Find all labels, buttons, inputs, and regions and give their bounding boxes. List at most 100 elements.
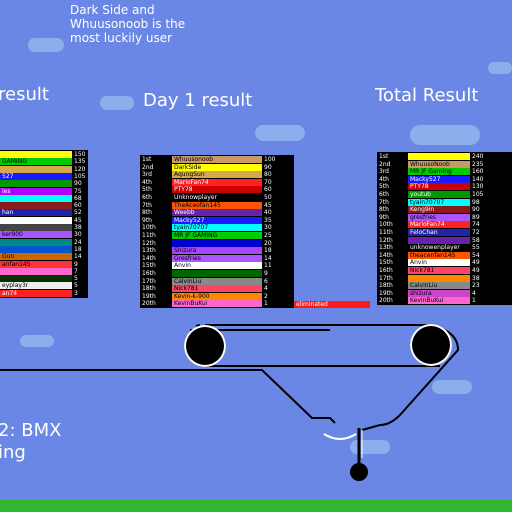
name-cell: Whuusonoob <box>172 156 262 163</box>
score-cell: 18 <box>264 247 272 255</box>
rank-cell: 13th <box>142 247 156 255</box>
name-cell: tyain70707 <box>172 224 262 232</box>
name-cell: Keng9in <box>408 206 470 214</box>
score-cell: 5 <box>74 275 78 283</box>
name-cell: Anvin <box>172 262 262 270</box>
name-cell: Gresfries <box>172 254 262 262</box>
cloud <box>432 380 472 394</box>
table-row: 24 <box>0 238 88 246</box>
rank-cell: 12th <box>142 239 156 247</box>
name-cell: CalvinLiu <box>172 277 262 285</box>
name-cell: KevinBuKui <box>172 300 262 308</box>
name-cell <box>172 239 262 247</box>
rank-cell: 7th <box>379 198 389 206</box>
score-cell: 5 <box>74 282 78 290</box>
name-cell: MR JF Gaming <box>408 168 470 176</box>
name-cell: TheAceofan145 <box>172 201 262 209</box>
score-cell: 80 <box>264 171 272 179</box>
name-cell: PTY78 <box>408 183 470 191</box>
rank-cell: 5th <box>379 183 389 191</box>
name-cell <box>0 180 72 188</box>
name-cell <box>408 274 470 282</box>
score-cell: 4 <box>472 289 476 297</box>
cloud <box>488 62 512 74</box>
ball <box>350 463 368 481</box>
name-cell: Kevin-k-900 <box>172 292 262 300</box>
header-line-3: most luckily user <box>70 31 173 45</box>
rank-cell: 11th <box>142 232 156 239</box>
day1-result-title: Day 1 result <box>143 90 253 111</box>
rank-cell: 4th <box>379 175 389 183</box>
score-cell: 72 <box>472 229 480 236</box>
name-cell: Nick781 <box>408 267 470 274</box>
name-cell: 527 <box>0 172 72 180</box>
rank-cell: 4th <box>142 178 152 186</box>
score-cell: 58 <box>472 236 480 244</box>
score-cell: 105 <box>74 172 86 180</box>
table-row: 120 <box>0 165 88 173</box>
rank-cell: 9th <box>379 213 389 221</box>
score-cell: 49 <box>472 267 480 274</box>
rank-cell: 2nd <box>379 160 391 168</box>
name-cell <box>408 236 470 244</box>
score-cell: 38 <box>472 274 480 282</box>
score-cell: 235 <box>472 160 484 168</box>
name-cell: MarioFan74 <box>172 178 262 186</box>
table-row: 60 <box>0 202 88 210</box>
score-cell: 9 <box>74 260 78 268</box>
score-cell: 90 <box>264 163 272 171</box>
name-cell <box>0 202 72 210</box>
score-cell: 25 <box>264 232 272 239</box>
rank-cell: 19th <box>379 289 393 297</box>
eliminated-bar: eliminated <box>294 301 370 308</box>
cloud <box>410 125 480 145</box>
name-cell <box>0 275 72 283</box>
name-cell <box>0 194 72 202</box>
score-cell: 75 <box>74 187 82 195</box>
score-cell: 74 <box>472 221 480 229</box>
header-line-1: Dark Side and <box>70 3 155 17</box>
score-cell: 70 <box>264 178 272 186</box>
score-cell: 18 <box>74 245 82 253</box>
rank-cell: 16th <box>379 267 393 274</box>
score-cell: 49 <box>472 259 480 267</box>
score-cell: 2 <box>264 292 268 300</box>
score-cell: 1 <box>264 300 268 308</box>
name-cell: tyain70707 <box>408 198 470 206</box>
score-cell: 30 <box>74 231 82 239</box>
name-cell <box>408 153 470 160</box>
rank-cell: 8th <box>379 206 389 214</box>
rank-cell: 14th <box>142 254 156 262</box>
name-cell: Nick781 <box>172 285 262 293</box>
score-cell: 68 <box>74 194 82 202</box>
name-cell: MarioFan74 <box>408 221 470 229</box>
cloud <box>20 335 54 347</box>
name-cell: eyplay3r <box>0 282 72 290</box>
name-cell: DarkSide <box>172 163 262 171</box>
score-cell: 50 <box>264 194 272 201</box>
rank-cell: 18th <box>379 282 393 290</box>
name-cell: Gun <box>0 253 72 261</box>
name-cell: GAMING <box>0 158 72 166</box>
score-cell: 140 <box>472 175 484 183</box>
